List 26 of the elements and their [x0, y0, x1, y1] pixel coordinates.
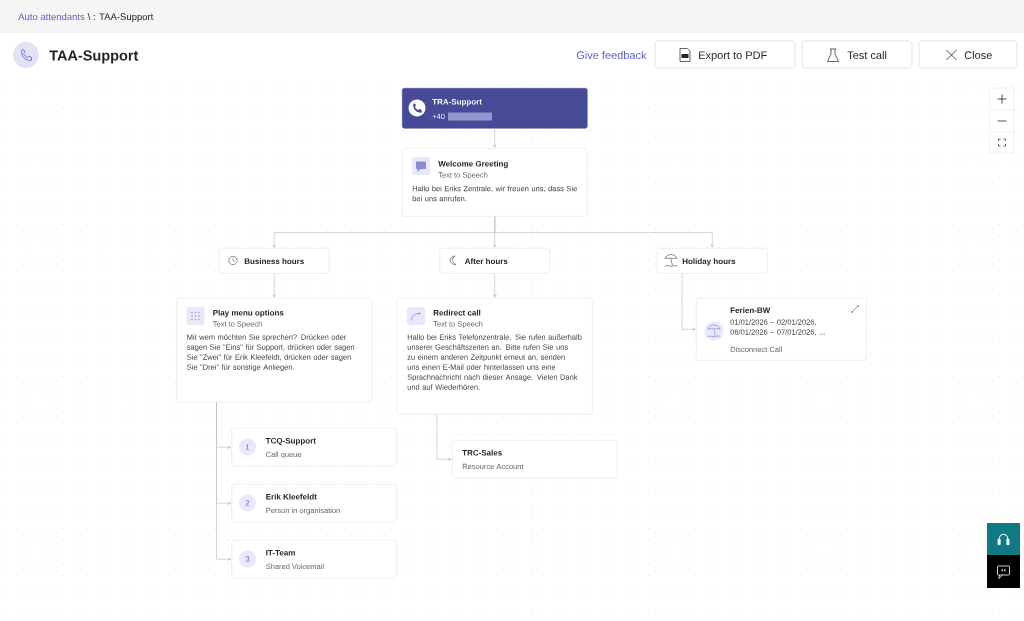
close-button: Close [918, 40, 1018, 69]
card-title: Welcome Greeting [438, 160, 508, 169]
breadcrumb-link: Auto attendants [18, 13, 85, 21]
connector [272, 273, 276, 298]
page-title: TAA-Support [49, 50, 139, 64]
card-label: Holiday hours [682, 258, 736, 266]
export-button: Export to PDF [654, 40, 796, 69]
breadcrumb-text: \ : TAA-Support [87, 13, 154, 22]
test-call-button: Test call [801, 40, 913, 69]
card-title: Ferien-BW [730, 307, 771, 314]
card-title: Redirect call [433, 309, 481, 316]
card-title: TRC-Sales [462, 449, 502, 456]
card-label: Business hours [244, 258, 304, 265]
connector [436, 414, 452, 461]
connector [493, 128, 497, 148]
connector [216, 402, 232, 561]
card-title: TCQ-Support [265, 437, 316, 446]
card-title: TRA-Support [432, 98, 482, 107]
card-title: Erik Kleefeldt [266, 493, 317, 500]
feedback-link: Give feedback [576, 51, 647, 60]
connector [681, 273, 696, 331]
card-title: IT-Team [266, 550, 295, 556]
card-label: After hours [464, 258, 508, 265]
connector [493, 273, 497, 298]
card-title: Play menu options [213, 309, 284, 318]
connector [494, 216, 714, 248]
